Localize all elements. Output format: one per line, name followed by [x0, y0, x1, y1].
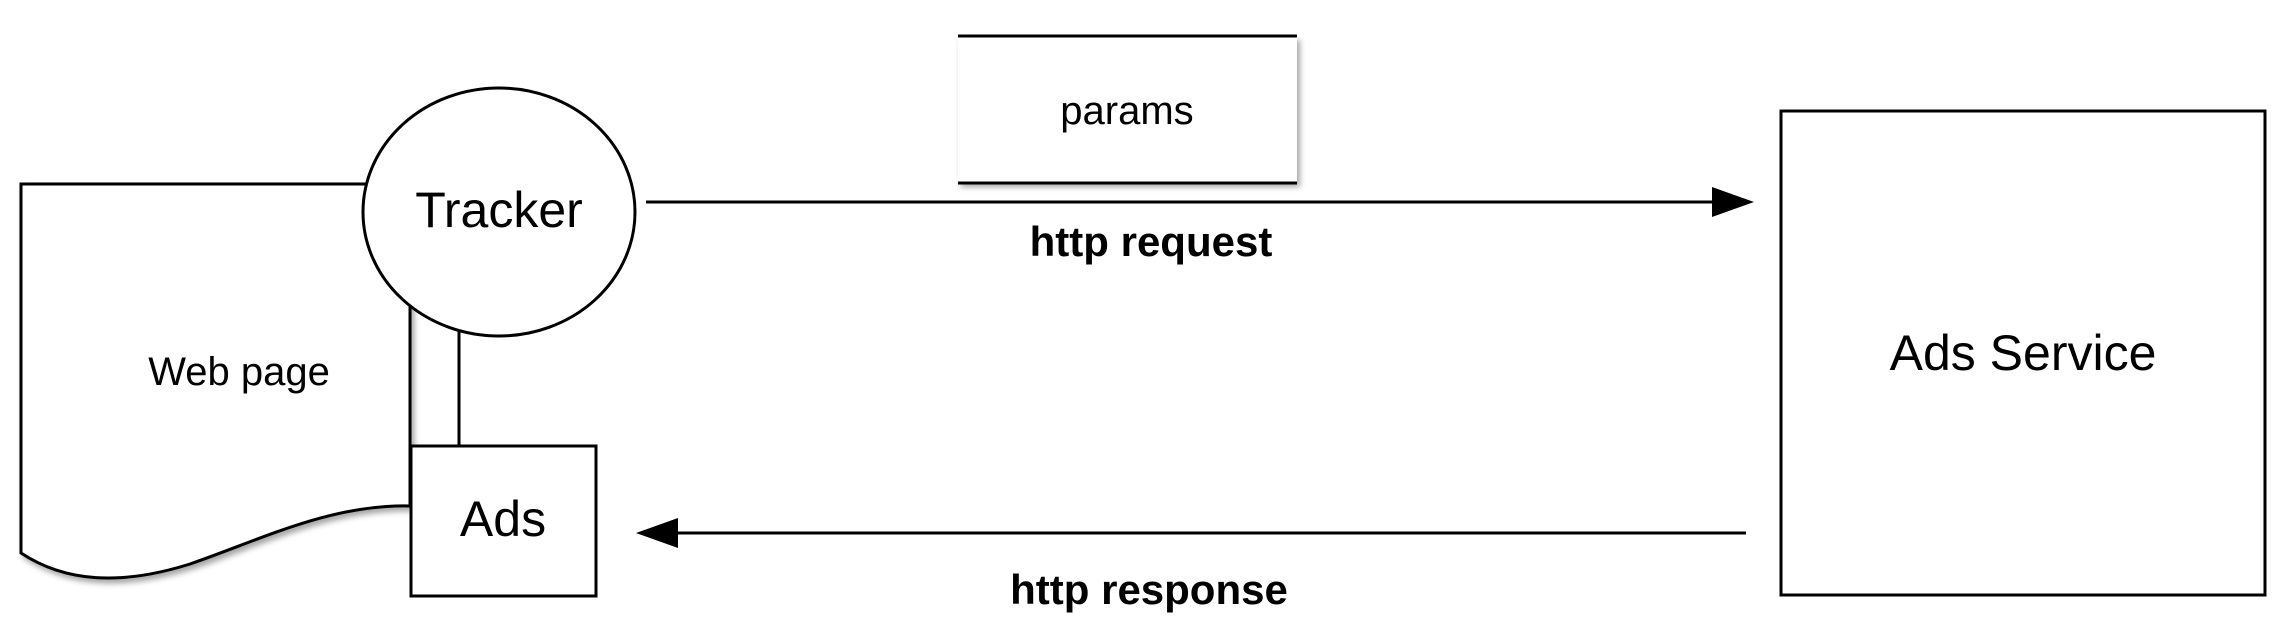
ads-label: Ads — [460, 491, 546, 547]
ads-service-box — [1779, 109, 2267, 597]
http-response-arrowhead — [636, 518, 678, 548]
http-request-arrowhead — [1712, 187, 1754, 217]
http-request-edge: http request — [646, 187, 1754, 265]
ads-service-label: Ads Service — [1890, 325, 2157, 381]
tracker-node: Tracker — [361, 86, 637, 338]
params-label: params — [1060, 89, 1193, 133]
http-response-edge: http response — [636, 518, 1746, 613]
tracker-ellipse — [361, 86, 637, 338]
web-page-node: Web page — [19, 182, 412, 580]
web-page-label: Web page — [148, 350, 330, 394]
ads-box — [409, 444, 598, 598]
params-node: params — [958, 34, 1297, 185]
ads-node: Ads — [409, 444, 598, 598]
params-box-background — [958, 36, 1297, 183]
web-page-document-shape — [19, 182, 412, 580]
http-response-label: http response — [1010, 566, 1288, 613]
http-request-label: http request — [1030, 218, 1273, 265]
tracker-label: Tracker — [415, 182, 583, 238]
ads-service-node: Ads Service — [1779, 109, 2267, 597]
